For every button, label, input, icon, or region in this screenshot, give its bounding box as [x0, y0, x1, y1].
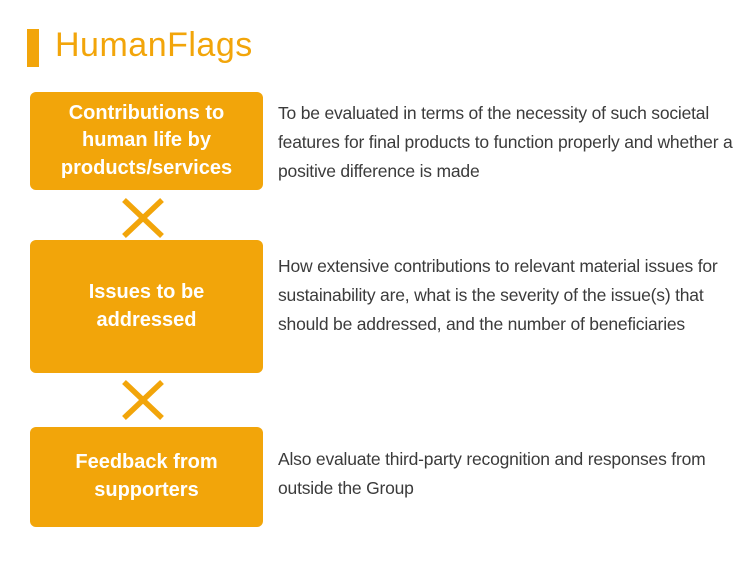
criterion-box-contributions: Contributions to human life by products/…: [30, 92, 263, 190]
criterion-box-feedback: Feedback from supporters: [30, 427, 263, 527]
title-accent-bar: [27, 29, 39, 67]
multiply-icon: [120, 379, 166, 421]
criterion-description-feedback: Also evaluate third-party recognition an…: [278, 449, 706, 498]
multiply-icon: [120, 197, 166, 239]
criterion-description-issues: How extensive contributions to relevant …: [278, 256, 718, 334]
criterion-box-issues: Issues to be addressed: [30, 240, 263, 373]
criterion-description-contributions: To be evaluated in terms of the necessit…: [278, 103, 733, 181]
page-title: HumanFlags: [55, 26, 253, 64]
